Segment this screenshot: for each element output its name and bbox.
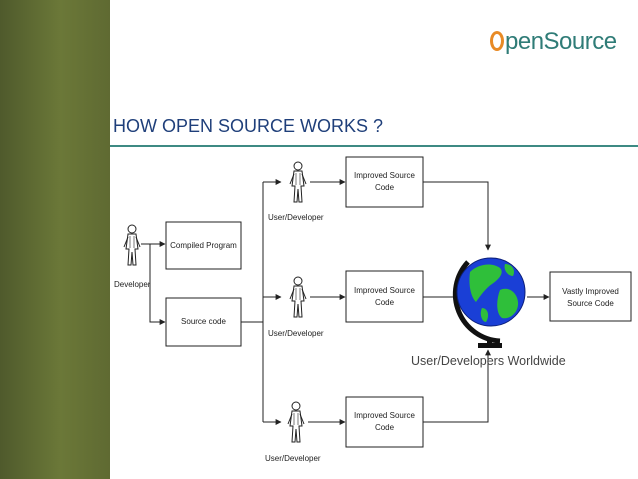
vastly-line2: Source Code [567, 299, 614, 308]
improved-3-line1: Improved Source [354, 411, 415, 420]
vastly-improved-box: Vastly Improved Source Code [549, 271, 632, 322]
user-developer-icon-2 [289, 276, 307, 318]
developer-label: Developer [114, 280, 151, 289]
developer-icon [123, 224, 141, 266]
improved-3-line2: Code [375, 423, 395, 432]
globe-icon [452, 257, 526, 348]
improved-source-box-1: Improved Source Code [345, 156, 424, 208]
vastly-line1: Vastly Improved [562, 287, 619, 296]
user-developer-icon-1 [289, 161, 307, 203]
source-code-label: Source code [181, 317, 226, 326]
improved-source-box-3: Improved Source Code [345, 396, 424, 448]
sidebar-decoration [0, 0, 110, 479]
user-developer-icon-3 [287, 401, 305, 443]
slide-title: HOW OPEN SOURCE WORKS ? [113, 116, 384, 136]
worldwide-label: User/Developers Worldwide [411, 354, 566, 368]
opensource-logo: penSource [490, 28, 617, 56]
title-divider [110, 145, 638, 147]
improved-source-box-2: Improved Source Code [345, 270, 424, 323]
user-developer-label-2: User/Developer [268, 329, 324, 338]
compiled-program-label: Compiled Program [170, 241, 237, 250]
improved-2-line2: Code [375, 298, 395, 307]
compiled-program-box: Compiled Program [165, 221, 242, 270]
source-code-box: Source code [165, 297, 242, 347]
logo-o-mark [490, 31, 504, 51]
improved-1-line1: Improved Source [354, 171, 415, 180]
improved-1-line2: Code [375, 183, 395, 192]
user-developer-label-1: User/Developer [268, 213, 324, 222]
logo-text: penSource [505, 28, 617, 55]
improved-2-line1: Improved Source [354, 286, 415, 295]
user-developer-label-3: User/Developer [265, 454, 321, 463]
